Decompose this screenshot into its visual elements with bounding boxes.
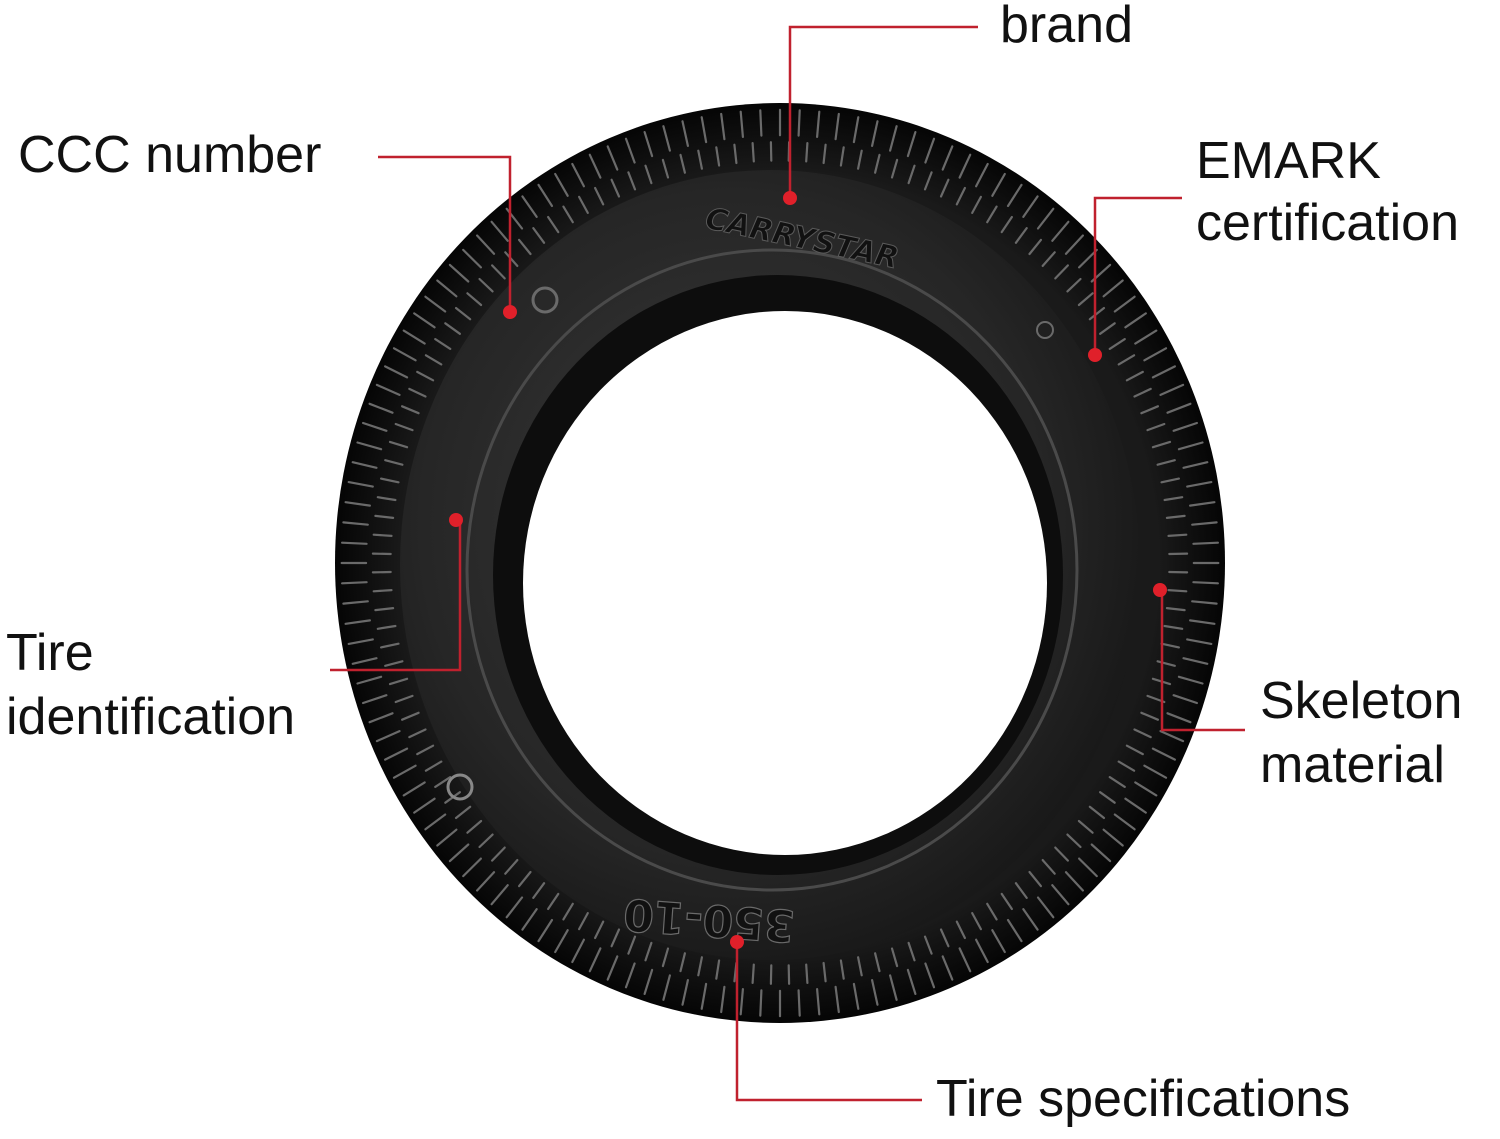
tire-id-marker [449,513,463,527]
tread-groove [374,590,392,591]
tire-identification-label-line1: Tire [6,622,94,684]
skeleton-marker [1153,583,1167,597]
spec-marker [730,935,744,949]
tread-groove [799,990,800,1015]
tread-groove [342,582,367,583]
tire-identification-label-line2: identification [6,686,295,748]
skeleton-material-label-line2: material [1260,734,1445,796]
tire-hole [523,311,1047,855]
emark-marker [1088,348,1102,362]
tread-groove [760,110,761,135]
ccc-marker [503,305,517,319]
tread-groove [753,143,754,161]
emark-label-line1: EMARK [1196,130,1381,192]
emark-label-line2: certification [1196,192,1459,254]
tread-groove [342,543,367,544]
ccc-number-label: CCC number [18,124,321,186]
tread-groove [799,110,800,135]
tread-groove [753,965,754,983]
tread-groove [1193,543,1218,544]
tread-groove [806,143,807,161]
skeleton-material-label-line1: Skeleton [1260,670,1462,732]
tread-groove [1169,590,1187,591]
tread-groove [760,990,761,1015]
brand-label: brand [1000,0,1133,56]
tread-groove [1193,582,1218,583]
tread-groove [806,965,807,983]
tire-specifications-label: Tire specifications [936,1068,1350,1130]
tread-groove [374,535,392,536]
brand-marker [783,191,797,205]
tread-groove [1169,535,1187,536]
